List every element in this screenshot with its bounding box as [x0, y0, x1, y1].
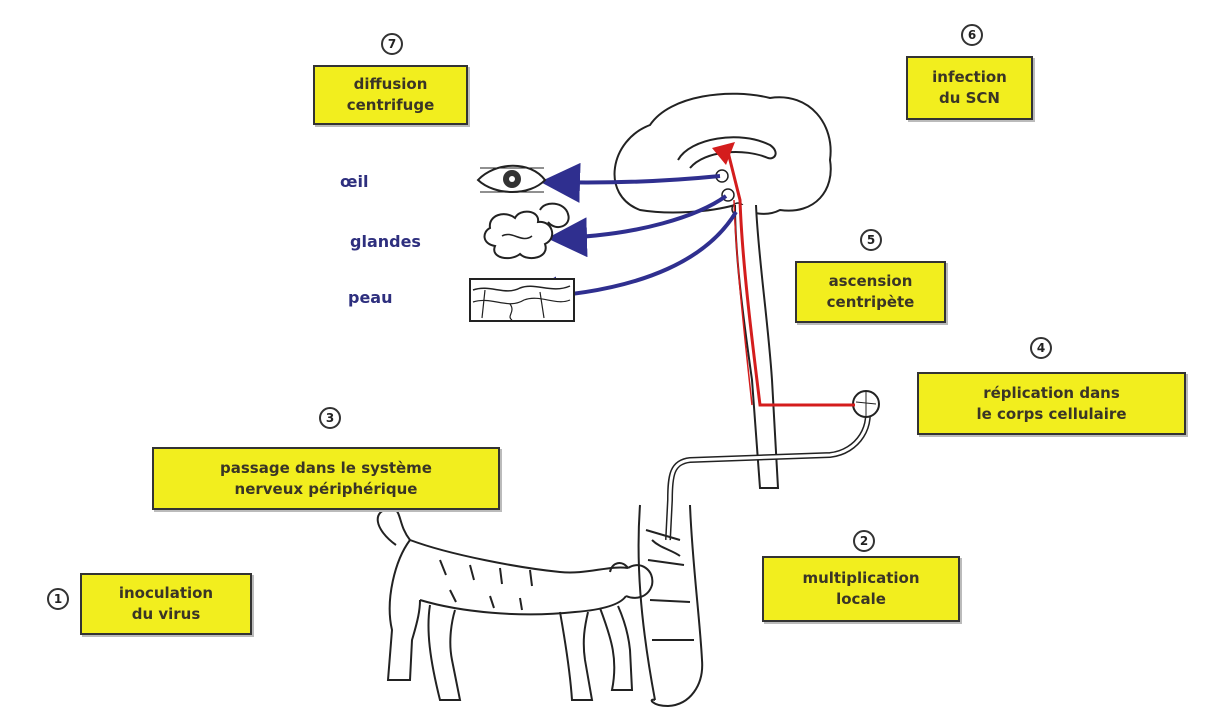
- step-label-replication: réplication dans le corps cellulaire: [917, 372, 1186, 435]
- step-number-4: 4: [1030, 337, 1052, 359]
- glands-icon: [485, 204, 569, 259]
- eye-icon: [478, 166, 545, 192]
- step-label-multiplication: multiplication locale: [762, 556, 960, 622]
- step-label-diffusion: diffusion centrifuge: [313, 65, 468, 125]
- organ-label-eye: œil: [340, 172, 368, 191]
- step-label-infection: infection du SCN: [906, 56, 1033, 120]
- step-number-2: 2: [853, 530, 875, 552]
- organ-label-glands: glandes: [350, 232, 421, 251]
- dog-illustration: [378, 508, 653, 700]
- organ-label-skin: peau: [348, 288, 393, 307]
- step-number-3: 3: [319, 407, 341, 429]
- step-number-1: 1: [47, 588, 69, 610]
- step-label-passage: passage dans le système nerveux périphér…: [152, 447, 500, 510]
- step-label-inoculation: inoculation du virus: [80, 573, 252, 635]
- step-number-5: 5: [860, 229, 882, 251]
- step-number-6: 6: [961, 24, 983, 46]
- step-label-ascension: ascension centripète: [795, 261, 946, 323]
- skin-icon: [470, 279, 574, 321]
- step-number-7-top: 7: [381, 33, 403, 55]
